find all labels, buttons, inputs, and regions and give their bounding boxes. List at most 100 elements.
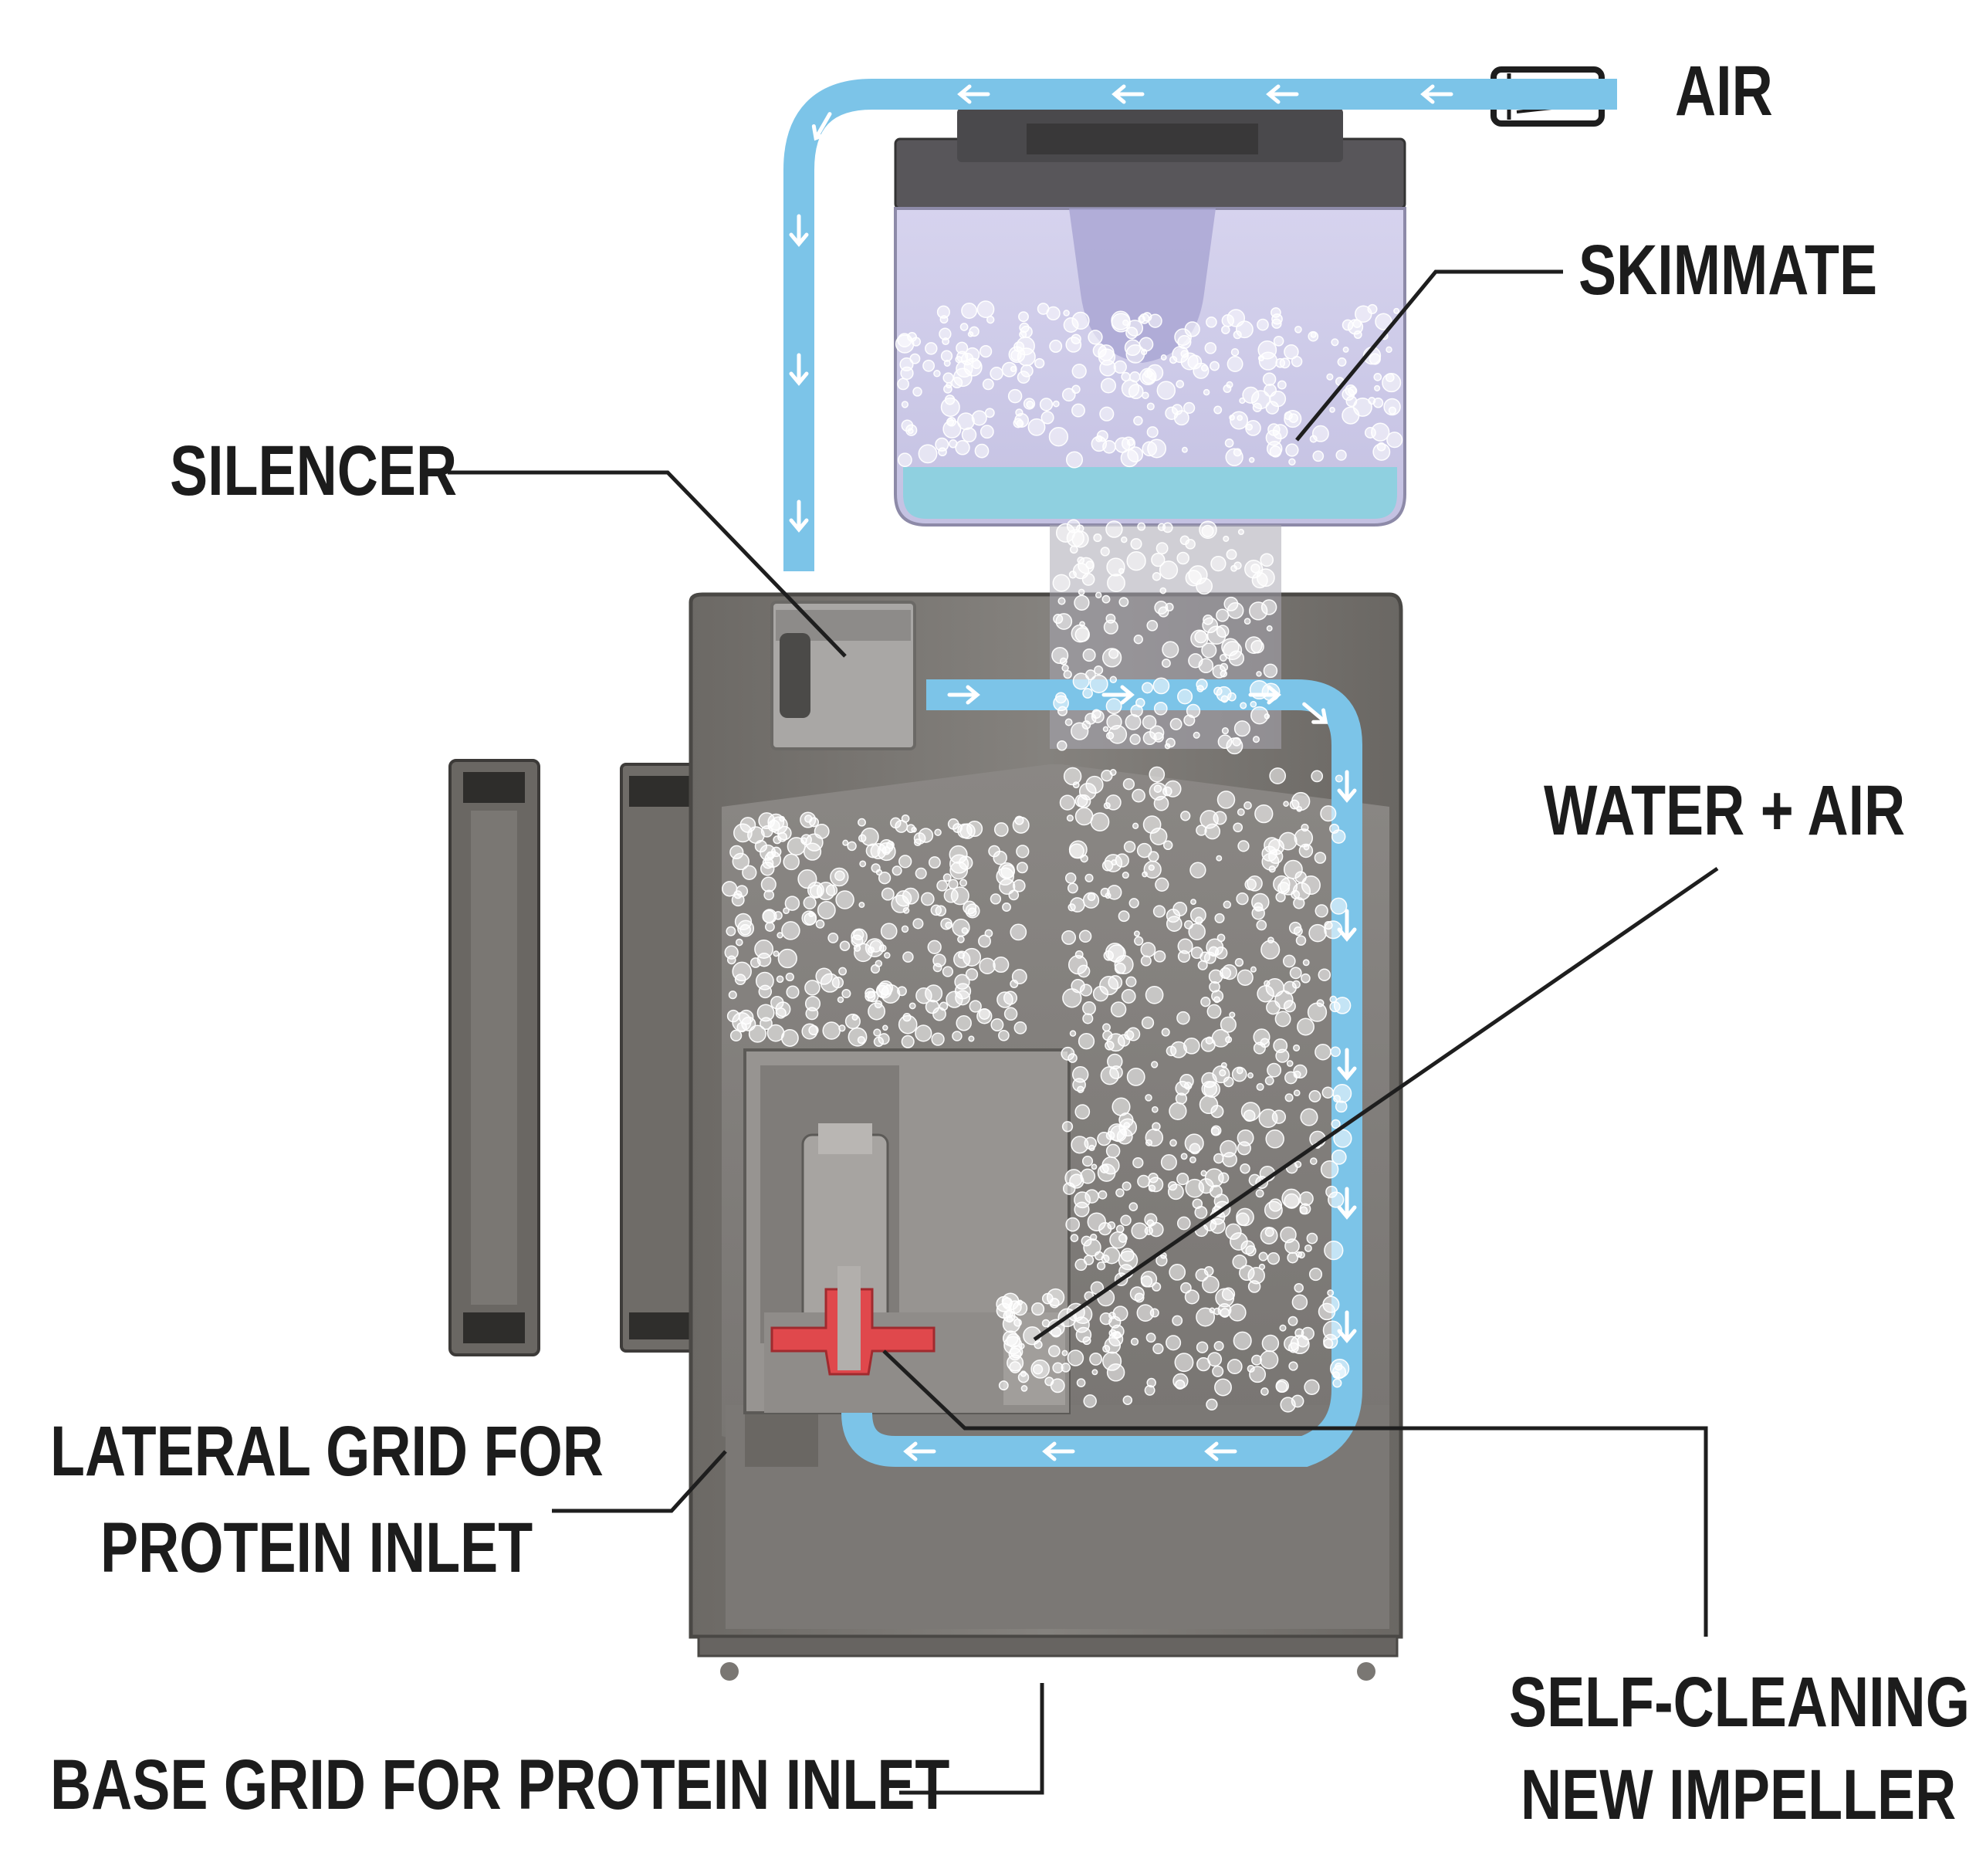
- bubble-icon: [1282, 954, 1296, 968]
- bubble-icon: [1037, 303, 1050, 315]
- bubble-icon: [938, 447, 947, 457]
- bubble-icon: [1080, 854, 1088, 863]
- bubble-icon: [1196, 679, 1208, 691]
- flow-arrow-icon: [1337, 909, 1357, 942]
- bubble-icon: [1105, 613, 1116, 624]
- bubble-icon: [1233, 561, 1242, 570]
- bubble-icon: [1206, 938, 1224, 957]
- bubble-icon: [1200, 364, 1209, 372]
- bubble-icon: [851, 928, 868, 946]
- bubble-icon: [1079, 621, 1085, 628]
- bubble-icon: [1347, 319, 1364, 335]
- bubble-icon: [969, 1000, 982, 1013]
- bubble-icon: [1142, 715, 1157, 730]
- bubble-icon: [787, 837, 806, 856]
- bubble-icon: [868, 1002, 886, 1021]
- bubble-icon: [1374, 384, 1381, 391]
- bubble-icon: [1088, 1144, 1095, 1152]
- bubble-icon: [1220, 1016, 1237, 1033]
- bubble-icon: [1120, 1214, 1132, 1226]
- bubble-icon: [1335, 1100, 1348, 1113]
- bubble-icon: [783, 853, 800, 871]
- bubble-icon: [1291, 1394, 1304, 1408]
- bubble-icon: [780, 1029, 799, 1047]
- bubble-icon: [1136, 842, 1152, 858]
- bubble-icon: [886, 841, 895, 849]
- bubble-icon: [1181, 446, 1188, 453]
- bubble-icon: [968, 1035, 975, 1042]
- bubble-icon: [814, 823, 830, 839]
- bubble-icon: [869, 940, 882, 953]
- bubble-icon: [1002, 902, 1011, 912]
- bubble-icon: [1233, 1331, 1252, 1350]
- bubble-icon: [1240, 1240, 1255, 1255]
- bubble-icon: [922, 359, 936, 372]
- bubble-icon: [1300, 1108, 1318, 1126]
- bubble-icon: [1249, 1366, 1267, 1383]
- bubble-icon: [1057, 597, 1066, 605]
- bubble-icon: [912, 387, 922, 397]
- bubble-icon: [1260, 1387, 1269, 1396]
- bubble-icon: [1146, 402, 1155, 411]
- bubble-icon: [1219, 654, 1227, 662]
- bubble-icon: [1155, 877, 1169, 892]
- flow-arrow-icon: [1266, 84, 1299, 104]
- bubble-icon: [939, 1001, 949, 1011]
- bubble-icon: [1161, 1028, 1170, 1037]
- bubble-icon: [1331, 1365, 1347, 1380]
- bubble-icon: [809, 817, 820, 828]
- bubble-icon: [1216, 791, 1236, 809]
- bubble-icon: [859, 860, 867, 868]
- bubble-icon: [901, 1035, 915, 1048]
- bubble-icon: [1183, 714, 1196, 726]
- bubble-icon: [1193, 731, 1200, 739]
- impeller-icon: [770, 1266, 936, 1376]
- bubble-icon: [993, 956, 1010, 974]
- bubble-icon: [1134, 1292, 1145, 1303]
- bubble-icon: [1288, 1361, 1298, 1371]
- bubble-icon: [1020, 364, 1034, 378]
- bubble-icon: [1049, 340, 1063, 353]
- bubble-icon: [847, 841, 857, 852]
- bubble-icon: [734, 974, 746, 986]
- bubble-icon: [1232, 1254, 1247, 1270]
- bubble-icon: [1174, 328, 1192, 346]
- bubble-icon: [1289, 967, 1302, 980]
- bubble-icon: [932, 953, 946, 967]
- bubble-icon: [1213, 996, 1221, 1004]
- bubble-icon: [1170, 1041, 1187, 1058]
- bubble-icon: [1081, 1156, 1094, 1167]
- bubble-icon: [1293, 1044, 1301, 1051]
- bubble-icon: [1095, 591, 1102, 599]
- bubble-icon: [1027, 418, 1046, 436]
- bubble-icon: [1228, 1303, 1247, 1322]
- bubble-icon: [1216, 855, 1223, 862]
- bubble-icon: [786, 985, 800, 999]
- bubble-icon: [1308, 330, 1319, 342]
- leader-self-cleaning: [882, 1349, 1708, 1637]
- bubble-icon: [742, 865, 757, 880]
- bubble-icon: [918, 828, 934, 843]
- bubble-icon: [1227, 309, 1246, 327]
- bubble-icon: [1271, 307, 1281, 318]
- bubble-icon: [1284, 1193, 1300, 1209]
- bubble-icon: [965, 967, 979, 981]
- bubble-icon: [1308, 1090, 1321, 1102]
- bubble-icon: [1386, 432, 1403, 449]
- bubble-icon: [1123, 1122, 1131, 1129]
- bubble-icon: [1286, 1060, 1294, 1067]
- flow-arrow-icon: [1337, 1310, 1357, 1343]
- bubble-icon: [1115, 1188, 1125, 1197]
- bubble-icon: [1141, 1016, 1155, 1029]
- bubble-icon: [1146, 364, 1164, 381]
- bubble-icon: [1128, 898, 1139, 909]
- bubble-icon: [1070, 1234, 1079, 1242]
- bubble-icon: [1269, 767, 1287, 784]
- bubble-icon: [952, 1031, 963, 1041]
- bubble-icon: [1137, 1174, 1151, 1188]
- bubble-icon: [1247, 1072, 1254, 1079]
- bubble-icon: [1254, 902, 1264, 912]
- bubble-icon: [1126, 1027, 1141, 1041]
- bubble-icon: [1258, 1263, 1266, 1271]
- bubble-icon: [959, 323, 969, 331]
